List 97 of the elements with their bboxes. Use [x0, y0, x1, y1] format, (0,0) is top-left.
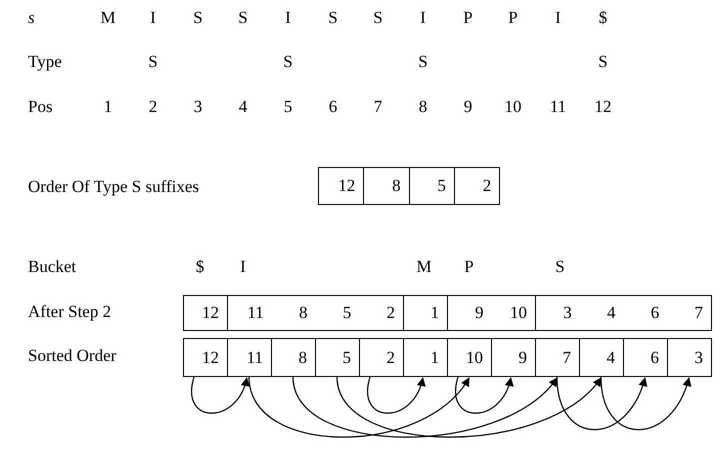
row-label: Pos [28, 97, 53, 117]
bucket-box [447, 295, 536, 331]
row-label: Sorted Order [28, 346, 116, 366]
number-label: 7 [694, 303, 704, 323]
table-entry: S [238, 8, 248, 28]
array-cell [403, 338, 448, 377]
number-label: 5 [342, 348, 352, 368]
number-label: 8 [298, 303, 308, 323]
table-entry: 6 [328, 97, 338, 117]
table-entry: P [464, 257, 474, 277]
bucket-box [535, 295, 712, 331]
array-cell [623, 338, 668, 377]
arrow [292, 376, 558, 438]
arrow [336, 376, 602, 438]
array-cell [579, 338, 624, 377]
number-label: 12 [337, 176, 356, 196]
arrow [455, 376, 513, 414]
array-cell [271, 338, 316, 377]
table-entry: P [508, 8, 518, 28]
number-label: 12 [201, 348, 220, 368]
array-cell [318, 167, 364, 205]
array-cell [408, 167, 455, 205]
array-cell [359, 338, 404, 377]
array-cell [491, 338, 536, 377]
number-label: 9 [518, 348, 528, 368]
table-entry: 5 [284, 97, 292, 117]
arrow [191, 376, 249, 414]
number-label: 1 [430, 303, 440, 323]
table-entry: 8 [418, 97, 428, 117]
table-entry: I [285, 8, 291, 28]
number-label: 7 [562, 348, 572, 368]
row-label: Bucket [28, 257, 76, 277]
table-entry: P [463, 8, 473, 28]
table-entry: S [283, 52, 293, 72]
number-label: 10 [465, 348, 484, 368]
table-entry: S [193, 8, 203, 28]
table-entry: 9 [464, 97, 472, 117]
string-symbol: s [28, 8, 35, 28]
number-label: 12 [201, 303, 220, 323]
bucket-box [403, 295, 448, 331]
number-label: 4 [606, 348, 616, 368]
number-label: 11 [246, 303, 265, 323]
table-entry: 7 [374, 97, 382, 117]
number-label: 10 [509, 303, 528, 323]
row-label: Order Of Type S suffixes [28, 177, 199, 197]
table-entry: S [328, 8, 338, 28]
table-entry: I [150, 8, 156, 28]
row-label: Type [28, 52, 62, 72]
array-cell [454, 167, 500, 205]
number-label: 1 [430, 348, 440, 368]
table-entry: $ [598, 8, 608, 28]
bucket-box [227, 295, 404, 331]
number-label: 4 [606, 303, 616, 323]
arrow [600, 376, 691, 430]
table-entry: S [148, 52, 158, 72]
table-entry: S [373, 8, 383, 28]
number-label: 2 [386, 303, 396, 323]
array-cell [667, 338, 712, 377]
bucket-box [183, 295, 228, 331]
array-cell [535, 338, 580, 377]
table-entry: S [418, 52, 428, 72]
number-label: 3 [562, 303, 573, 323]
table-entry: M [100, 8, 116, 28]
array-cell [227, 338, 272, 377]
arrow [556, 376, 647, 430]
number-label: 5 [342, 303, 352, 323]
array-cell [363, 167, 410, 205]
number-label: 3 [694, 348, 704, 368]
table-entry: 11 [550, 97, 566, 117]
row-label: After Step 2 [28, 302, 112, 322]
table-entry: 2 [148, 97, 158, 117]
number-label: 2 [386, 348, 396, 368]
table-entry: 1 [104, 97, 112, 117]
table-entry: 10 [504, 97, 522, 117]
table-entry: I [240, 257, 246, 277]
number-label: 9 [474, 303, 484, 323]
number-label: 6 [650, 348, 660, 368]
table-entry: M [416, 257, 432, 277]
table-entry: 12 [594, 97, 612, 117]
number-label: 6 [650, 303, 660, 323]
table-entry: $ [196, 257, 204, 277]
table-entry: S [598, 52, 608, 72]
table-entry: 4 [238, 97, 248, 117]
table-entry: S [555, 257, 565, 277]
table-entry: 3 [194, 97, 202, 117]
arrow [248, 376, 470, 438]
number-label: 11 [246, 348, 264, 368]
number-label: 8 [391, 176, 402, 196]
array-cell [315, 338, 360, 377]
table-entry: I [420, 8, 426, 28]
arrow [367, 376, 425, 414]
number-label: 8 [298, 348, 308, 368]
number-label: 2 [482, 176, 492, 196]
table-entry: I [555, 8, 561, 28]
array-cell [447, 338, 492, 377]
number-label: 5 [436, 176, 447, 196]
array-cell [183, 338, 228, 377]
